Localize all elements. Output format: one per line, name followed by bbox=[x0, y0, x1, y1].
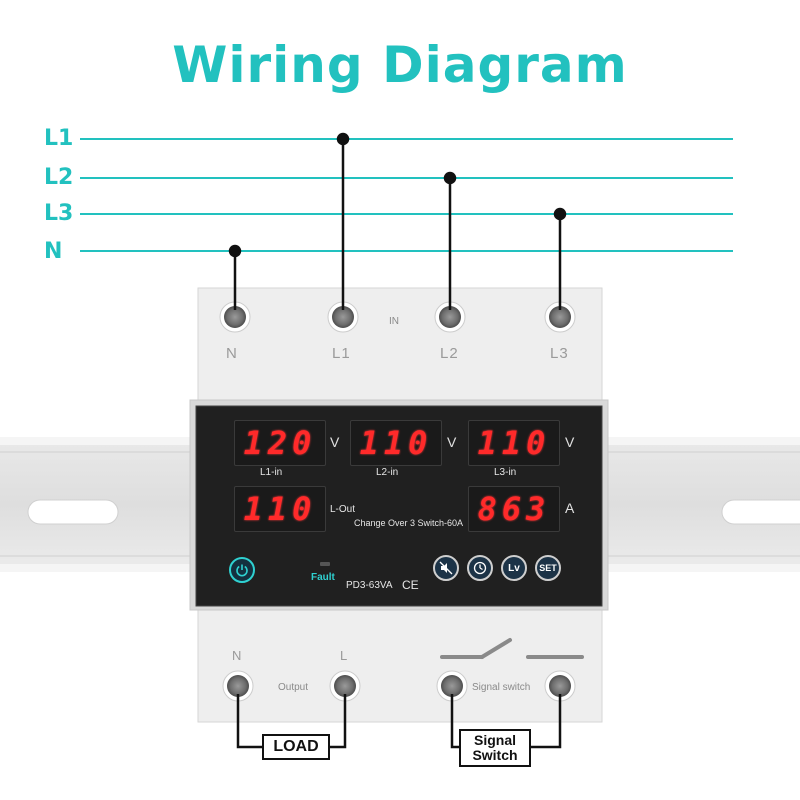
mute-icon bbox=[439, 561, 453, 575]
top-terminal-label-n: N bbox=[226, 345, 238, 362]
clock-icon bbox=[473, 561, 487, 575]
top-terminals bbox=[219, 301, 576, 333]
input-group-label: IN bbox=[389, 316, 399, 327]
display-l3-in: 110 bbox=[468, 420, 560, 466]
top-terminal-label-l3: L3 bbox=[550, 345, 569, 362]
bottom-terminals bbox=[222, 670, 576, 702]
line-label-n: N bbox=[44, 239, 63, 264]
fault-led bbox=[320, 562, 330, 566]
label-l1-in: L1-in bbox=[260, 467, 283, 478]
output-label: Output bbox=[278, 682, 309, 693]
signal-switch-box: Signal Switch bbox=[459, 729, 531, 767]
display-l2-in: 110 bbox=[350, 420, 442, 466]
clock-button[interactable] bbox=[467, 555, 493, 581]
top-terminal-label-l1: L1 bbox=[332, 345, 351, 362]
fault-label: Fault bbox=[311, 572, 335, 583]
unit-l1-in: V bbox=[330, 434, 340, 450]
lv-button[interactable]: Lv bbox=[501, 555, 527, 581]
load-box: LOAD bbox=[262, 734, 330, 760]
ce-mark: CE bbox=[402, 578, 419, 592]
unit-current: A bbox=[565, 500, 575, 516]
label-l3-in: L3-in bbox=[494, 467, 517, 478]
model-label: PD3-63VA bbox=[346, 580, 393, 591]
unit-l2-in: V bbox=[447, 434, 457, 450]
bottom-terminal-label-l: L bbox=[340, 648, 349, 663]
input-wires bbox=[228, 132, 567, 310]
power-icon bbox=[236, 564, 248, 577]
unit-l3-in: V bbox=[565, 434, 575, 450]
top-terminal-label-l2: L2 bbox=[440, 345, 459, 362]
signal-box-line2: Switch bbox=[472, 747, 518, 763]
label-l2-in: L2-in bbox=[376, 467, 399, 478]
label-l-out: L-Out bbox=[330, 504, 356, 515]
panel-subtitle: Change Over 3 Switch-60A bbox=[354, 518, 464, 528]
power-button[interactable] bbox=[229, 557, 255, 583]
line-label-l3: L3 bbox=[44, 201, 74, 226]
display-current: 863 bbox=[468, 486, 560, 532]
line-label-l2: L2 bbox=[44, 165, 74, 190]
output-wires bbox=[236, 694, 562, 749]
line-label-l1: L1 bbox=[44, 126, 74, 151]
display-l1-in: 120 bbox=[234, 420, 326, 466]
bottom-terminal-label-n: N bbox=[232, 648, 243, 663]
set-button[interactable]: SET bbox=[535, 555, 561, 581]
diagram-title: Wiring Diagram bbox=[172, 36, 628, 94]
signal-switch-label: Signal switch bbox=[472, 682, 531, 693]
mute-button[interactable] bbox=[433, 555, 459, 581]
signal-box-line1: Signal bbox=[473, 732, 516, 748]
switch-symbol-icon bbox=[440, 638, 584, 659]
display-l-out: 110 bbox=[234, 486, 326, 532]
